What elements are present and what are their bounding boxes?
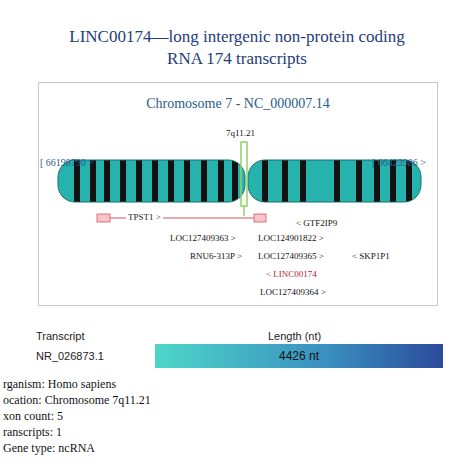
gene-label: < GTF2IP9 xyxy=(296,218,337,228)
gene-label: TPST1 > xyxy=(126,212,163,222)
info-line: ocation: Chromosome 7q11.21 xyxy=(3,394,151,408)
chromosome-band xyxy=(184,158,190,204)
chromosome-band xyxy=(120,158,126,204)
chromosome-band xyxy=(356,158,362,204)
gene-exon xyxy=(254,214,266,222)
gene-label: LOC127409363 > xyxy=(170,233,236,243)
band-label: 7q11.21 xyxy=(226,128,255,138)
title: LINC00174—long intergenic non-protein co… xyxy=(62,26,412,70)
info-line: rganism: Homo sapiens xyxy=(3,378,116,392)
column-header: Transcript xyxy=(36,330,85,343)
chromosome-band xyxy=(152,158,158,204)
chromosome-band xyxy=(136,158,142,204)
chromosome-band xyxy=(201,158,207,204)
marker-line xyxy=(243,206,245,216)
chromosome-band xyxy=(300,158,306,204)
gene-exon xyxy=(97,214,110,222)
info-line: Gene type: ncRNA xyxy=(3,442,95,456)
length-bar: 4426 nt xyxy=(155,344,443,368)
chromosome-band xyxy=(168,158,174,204)
gene-label: LOC124901822 > xyxy=(258,233,324,243)
chromosome-band xyxy=(262,158,268,204)
node-text: 4426 nt xyxy=(279,349,319,363)
info-line: xon count: 5 xyxy=(3,410,63,424)
band-marker xyxy=(241,142,247,206)
column-header: Length (nt) xyxy=(268,330,321,343)
gene-label: LOC127409364 > xyxy=(260,287,326,297)
gene-label: RNU6-313P > xyxy=(190,251,242,261)
node-text: Chromosome 7 - NC_000007.14 xyxy=(39,96,437,112)
coordinate: [ 66198790 > xyxy=(40,157,94,169)
gene-label: < LINC00174 xyxy=(266,269,317,279)
chromosome-band xyxy=(334,158,340,204)
transcript-id: NR_026873.1 xyxy=(36,350,104,363)
chromosome-band xyxy=(218,158,224,204)
coordinate: [ 66423986 > xyxy=(372,157,426,169)
gene-label: LOC127409365 > xyxy=(258,251,324,261)
chromosome-body xyxy=(55,158,425,204)
chromosome-panel: Chromosome 7 - NC_000007.14 xyxy=(38,82,438,306)
chromosome-fill xyxy=(55,158,425,204)
info-line: ranscripts: 1 xyxy=(3,426,62,440)
chromosome-band xyxy=(104,158,110,204)
gene-label: < SKP1P1 xyxy=(352,251,390,261)
chromosome-band xyxy=(232,158,238,204)
chromosome-band xyxy=(282,158,288,204)
